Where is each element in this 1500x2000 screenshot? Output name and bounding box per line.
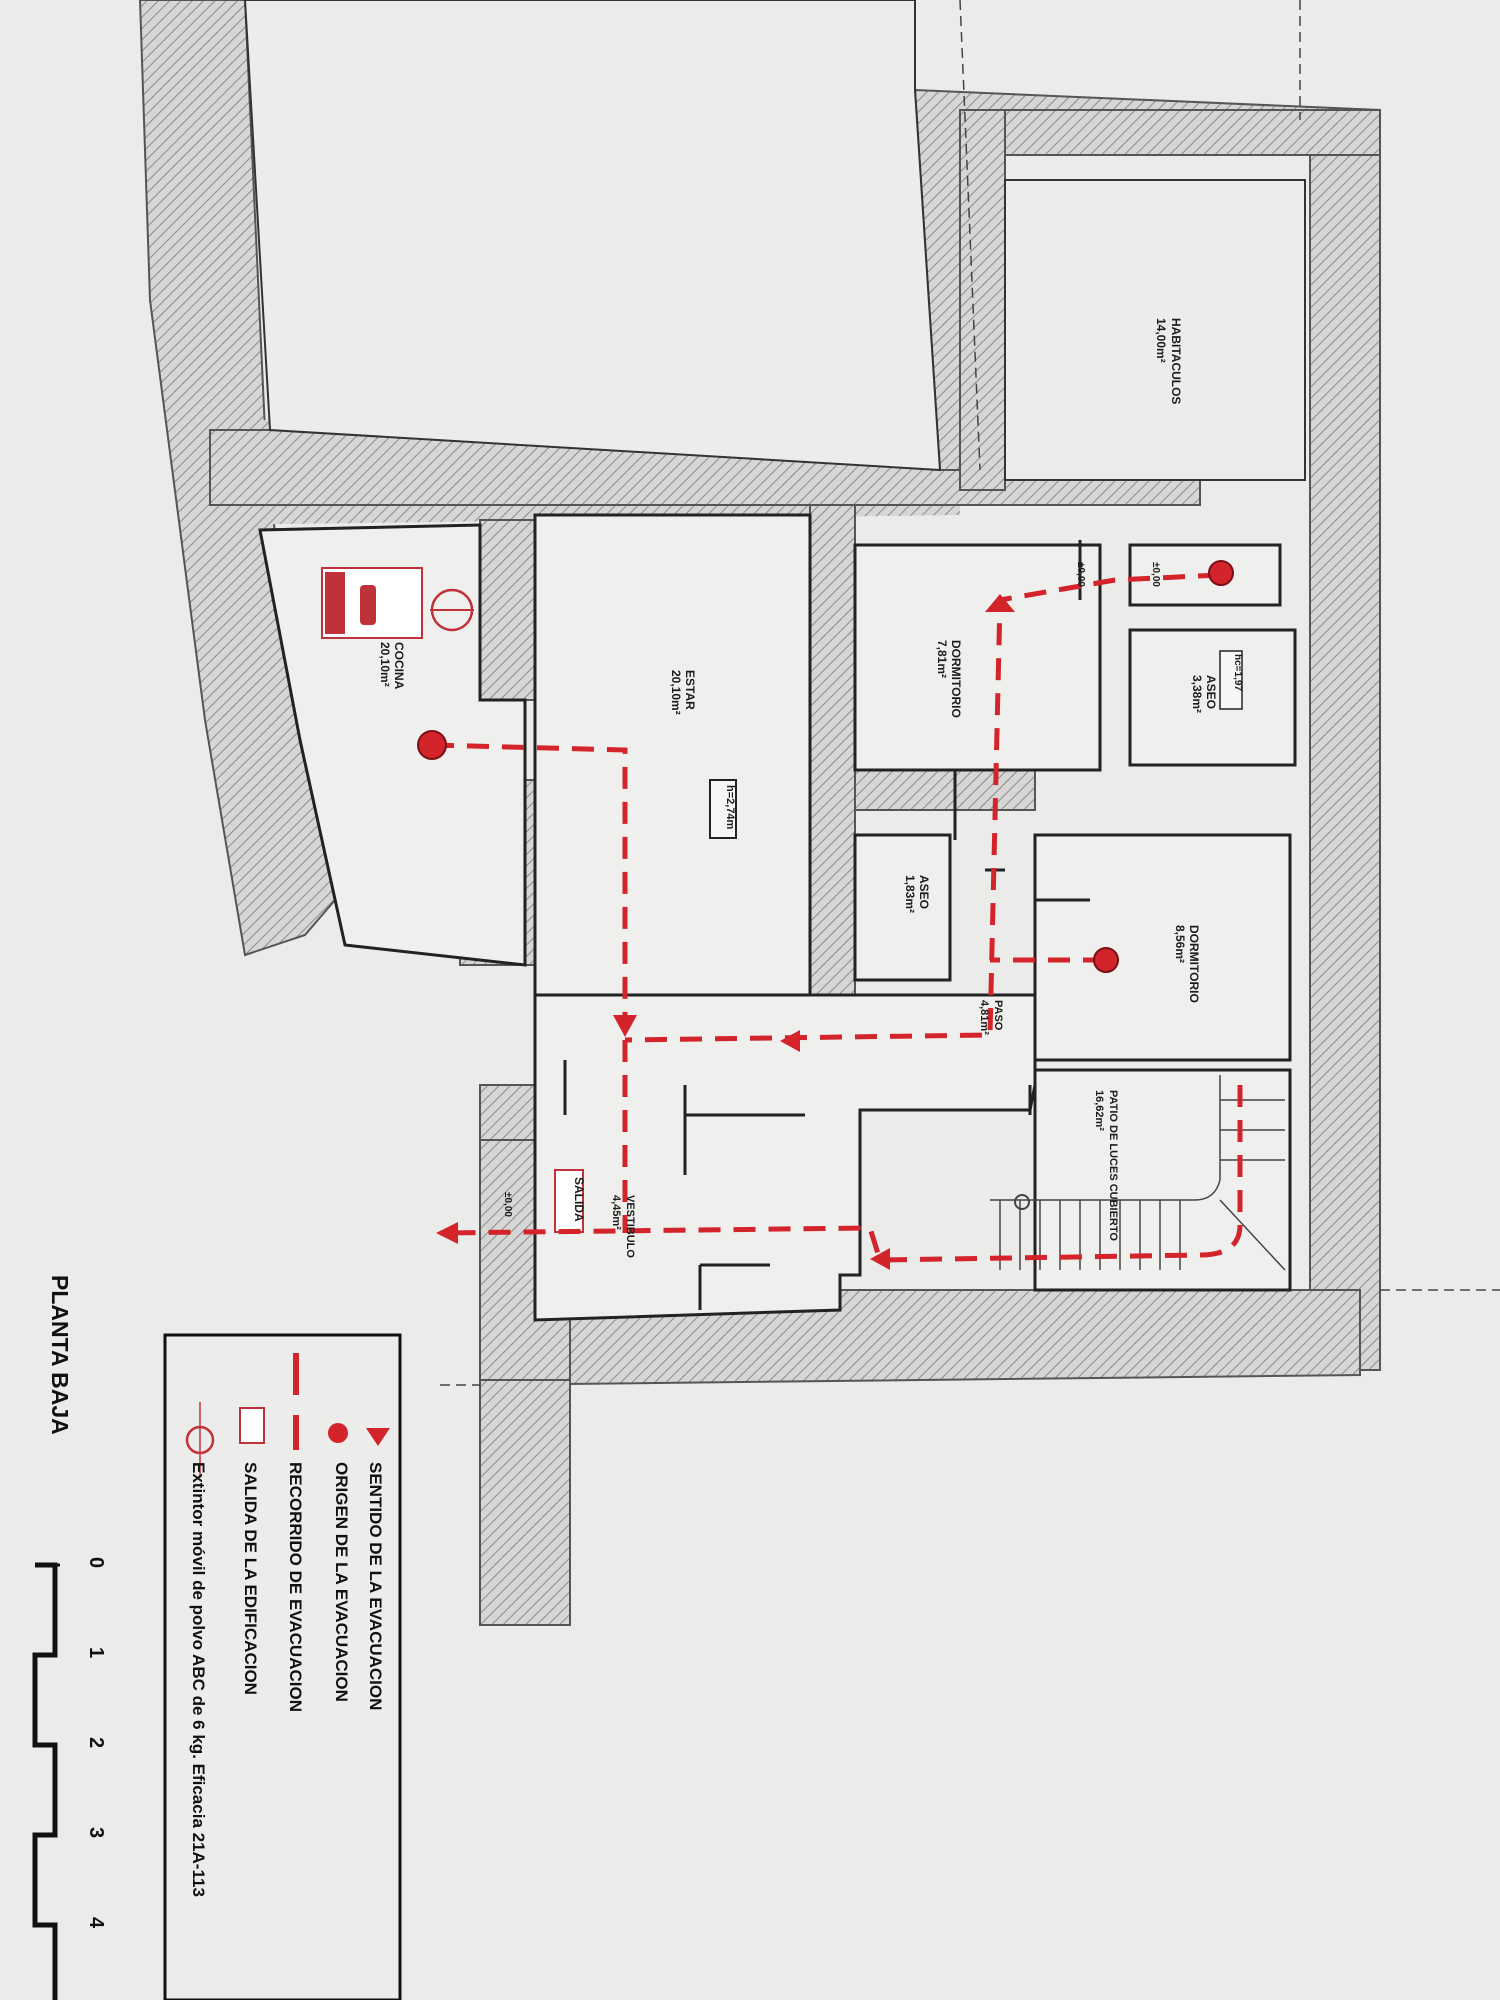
- room-aseo-1: [1128, 628, 1297, 767]
- walls: [138, 0, 1381, 1626]
- direction-arrows: [436, 594, 1015, 1270]
- room-outlines: [243, 0, 1306, 1322]
- room-patio: [1033, 1068, 1292, 1292]
- direction-arrow-icon: [613, 1015, 637, 1037]
- dormitorio-2-name: DORMITORIO: [1187, 925, 1201, 1003]
- room-aseo-2: [853, 833, 952, 982]
- direction-arrow-icon: [985, 594, 1015, 612]
- legend-label: SENTIDO DE LA EVACUACION: [366, 1462, 385, 1710]
- origin-dot-icon: [417, 730, 447, 760]
- scale-tick: 2: [85, 1737, 107, 1748]
- legend-box: [163, 1333, 402, 2000]
- level-marker: ±0,00: [1150, 562, 1161, 587]
- aseo-1-area: 3,38m²: [1190, 675, 1204, 713]
- estar-name: ESTAR: [683, 670, 697, 710]
- aseo-1-height: hc=1,97: [1232, 654, 1243, 691]
- room-labels: HABITACULOS 14,00m² COCINA 20,10m² ESTAR…: [378, 318, 1243, 1258]
- vestibulo-area: 4,45m²: [610, 1195, 622, 1230]
- level-marker: ±0,00: [1075, 562, 1086, 587]
- direction-arrow-icon: [436, 1222, 458, 1244]
- legend-label: RECORRIDO DE EVACUACION: [286, 1462, 305, 1712]
- exit-sign-label: SALIDA: [572, 1177, 586, 1222]
- patio-name: PATIO DE LUCES CUBIERTO: [1107, 1090, 1119, 1241]
- aseo-2-name: ASEO: [917, 875, 931, 909]
- room-estar: [533, 513, 812, 997]
- dormitorio-1-area: 7,81m²: [935, 640, 949, 678]
- direction-arrow-icon: [780, 1030, 800, 1052]
- scale-tick: 3: [85, 1827, 107, 1838]
- habitaculos-name: HABITACULOS: [1169, 318, 1183, 404]
- extinguisher-icon: [360, 585, 376, 625]
- scale-tick: 0: [85, 1557, 107, 1568]
- cocina-name: COCINA: [392, 642, 406, 690]
- aseo-1-height-box: [1219, 650, 1243, 710]
- scale-tick: 1: [85, 1647, 107, 1658]
- direction-arrow-icon: [366, 1428, 390, 1446]
- evacuation-origins: [417, 560, 1234, 973]
- extinguisher-sign: [321, 567, 474, 639]
- origin-dot-icon: [328, 1423, 348, 1443]
- exit-sign-icon: [239, 1407, 265, 1444]
- dormitorio-2-area: 8,56m²: [1173, 925, 1187, 963]
- exit-sign: [554, 1169, 584, 1233]
- aseo-1-name: ASEO: [1204, 675, 1218, 709]
- estar-area: 20,10m²: [669, 670, 683, 715]
- origin-dot-icon: [1093, 947, 1119, 973]
- room-dormitorio-1: [853, 543, 1102, 772]
- paso-name: PASO: [992, 1000, 1004, 1031]
- room-habitaculos: [1004, 179, 1306, 481]
- legend: [163, 1333, 402, 2000]
- direction-arrow-icon: [870, 1248, 890, 1270]
- estar-height-box: [709, 779, 737, 839]
- origin-dot-icon: [1208, 560, 1234, 586]
- plan-title: PLANTA BAJA: [47, 1275, 73, 1435]
- estar-height: h=2,74m: [724, 785, 736, 830]
- room-paso-vestibulo: [533, 993, 1037, 1322]
- dormitorio-1-name: DORMITORIO: [949, 640, 963, 718]
- scale-tick: 4: [85, 1917, 107, 1929]
- legend-label: SALIDA DE LA EDIFICACION: [241, 1462, 260, 1695]
- level-marker: ±0,00: [502, 1192, 513, 1217]
- legend-label: Extintor móvil de polvo ABC de 6 kg. Efi…: [189, 1462, 208, 1897]
- route-cocina: [431, 742, 628, 1030]
- habitaculos-area: 14,00m²: [1154, 318, 1168, 363]
- aseo-2-area: 1,83m²: [903, 875, 917, 913]
- legend-label: ORIGEN DE LA EVACUACION: [332, 1462, 351, 1702]
- room-dormitorio-2: [1033, 833, 1292, 1062]
- reference-lines: [440, 0, 1500, 1386]
- vestibulo-name: VESTIBULO: [624, 1195, 636, 1258]
- paso-area: 4,81m²: [978, 1000, 990, 1035]
- cocina-area: 20,10m²: [378, 642, 392, 687]
- route-patio: [439, 1085, 1243, 1263]
- scale-bar: [32, 1562, 60, 2000]
- patio-area: 16,62m²: [1093, 1090, 1105, 1131]
